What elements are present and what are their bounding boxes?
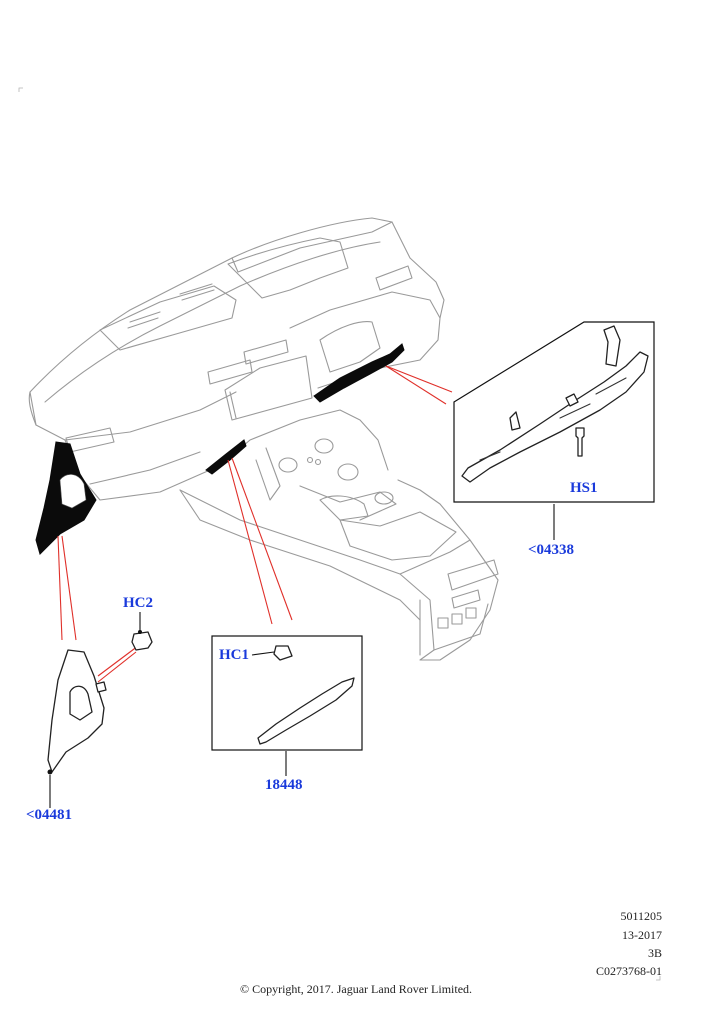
drawing-number: 5011205 [620, 909, 662, 923]
corner-marks [18, 87, 661, 981]
detail-box-04338 [453, 321, 655, 540]
drawing-code: C0273768-01 [596, 964, 662, 978]
glovebox-trim-part[interactable] [461, 351, 649, 483]
hc2-clip[interactable] [131, 631, 153, 651]
part-04481-label[interactable]: <04481 [26, 807, 73, 823]
hs1-label[interactable]: HS1 [570, 480, 598, 496]
part-04338-label[interactable]: <04338 [528, 542, 575, 558]
dashboard-lineart [28, 217, 499, 661]
copyright-notice: © Copyright, 2017. Jaguar Land Rover Lim… [239, 982, 473, 996]
hc2-clip-group [131, 612, 153, 651]
hc2-label[interactable]: HC2 [123, 595, 153, 611]
hc1-label[interactable]: HC1 [219, 647, 249, 663]
highlighted-parts [35, 343, 405, 555]
end-trim-04481 [47, 649, 107, 808]
lower-trim-highlight [205, 439, 247, 475]
detail-box-18448 [211, 635, 363, 776]
drawing-date: 13-2017 [622, 928, 662, 942]
hs1-screw[interactable] [575, 427, 585, 457]
part-18448-label[interactable]: 18448 [265, 777, 303, 793]
drawing-revision: 3B [647, 946, 662, 960]
red-leader-lines [57, 365, 453, 683]
lower-trim-part[interactable] [257, 677, 355, 745]
glovebox-trim-highlight [313, 343, 405, 403]
